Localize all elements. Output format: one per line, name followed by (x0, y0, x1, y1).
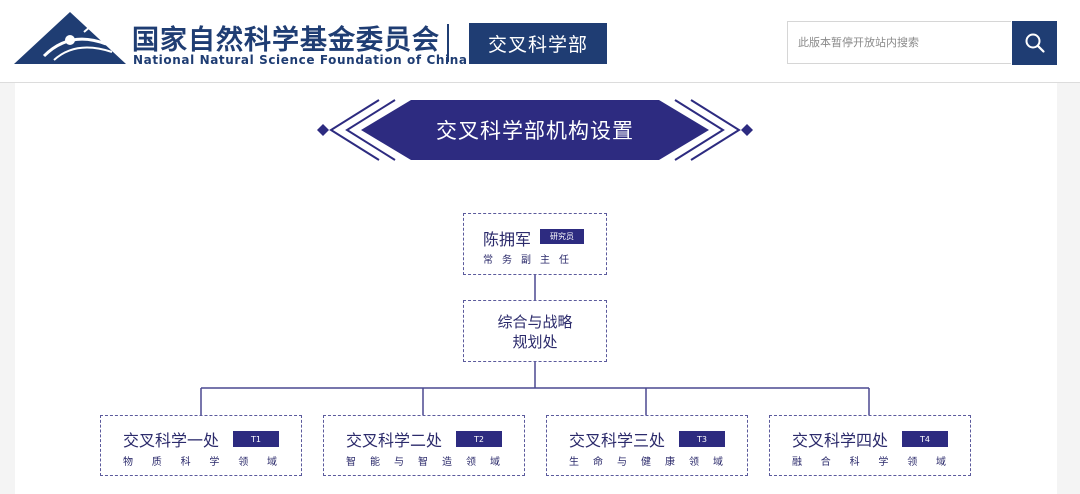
division-name: 交叉科学四处 (792, 431, 889, 450)
office-label-line1: 综合与战略 (497, 313, 573, 331)
department-badge[interactable]: 交叉科学部 (469, 23, 607, 64)
leader-box[interactable]: 陈拥军 研究员 常务副主任 (463, 213, 607, 275)
strategy-office-label: 综合与战略 规划处 (464, 312, 606, 352)
org-name-cn[interactable]: 国家自然科学基金委员会 (132, 25, 440, 56)
division-name: 交叉科学三处 (569, 431, 666, 450)
division-box-t1[interactable]: 交叉科学一处 T1 物质科学领域 (100, 415, 302, 476)
leader-role: 常务副主任 (483, 255, 578, 266)
title-banner (317, 99, 753, 161)
nsfc-logo-icon[interactable] (14, 10, 126, 66)
header-divider (447, 24, 449, 62)
page-title: 交叉科学部机构设置 (436, 119, 634, 143)
division-code-badge: T2 (456, 431, 502, 447)
office-label-line2: 规划处 (512, 333, 558, 351)
search-icon (1025, 33, 1045, 53)
division-code-badge: T1 (233, 431, 279, 447)
division-field: 物质科学领域 (123, 457, 277, 468)
site-header: 国家自然科学基金委员会 National Natural Science Fou… (0, 0, 1080, 83)
division-field: 融合科学领域 (792, 457, 946, 468)
leader-name: 陈拥军 (483, 230, 532, 249)
division-name: 交叉科学二处 (346, 431, 443, 450)
division-field: 生命与健康领域 (569, 457, 723, 468)
division-box-t2[interactable]: 交叉科学二处 T2 智能与智造领域 (323, 415, 525, 476)
division-code-badge: T3 (679, 431, 725, 447)
division-field: 智能与智造领域 (346, 457, 500, 468)
org-connector-lines (200, 275, 870, 415)
search-button[interactable] (1012, 21, 1057, 65)
search-input[interactable] (787, 21, 1011, 64)
content-panel: 交叉科学部机构设置 陈拥军 研究员 常务副主任 综合与战略 规划处 交叉科学一处… (15, 83, 1057, 494)
org-name-en[interactable]: National Natural Science Foundation of C… (133, 53, 468, 67)
division-name: 交叉科学一处 (123, 431, 220, 450)
leader-rank-badge: 研究员 (540, 229, 584, 244)
division-box-t3[interactable]: 交叉科学三处 T3 生命与健康领域 (546, 415, 748, 476)
strategy-office-box[interactable]: 综合与战略 规划处 (463, 300, 607, 362)
division-box-t4[interactable]: 交叉科学四处 T4 融合科学领域 (769, 415, 971, 476)
division-code-badge: T4 (902, 431, 948, 447)
